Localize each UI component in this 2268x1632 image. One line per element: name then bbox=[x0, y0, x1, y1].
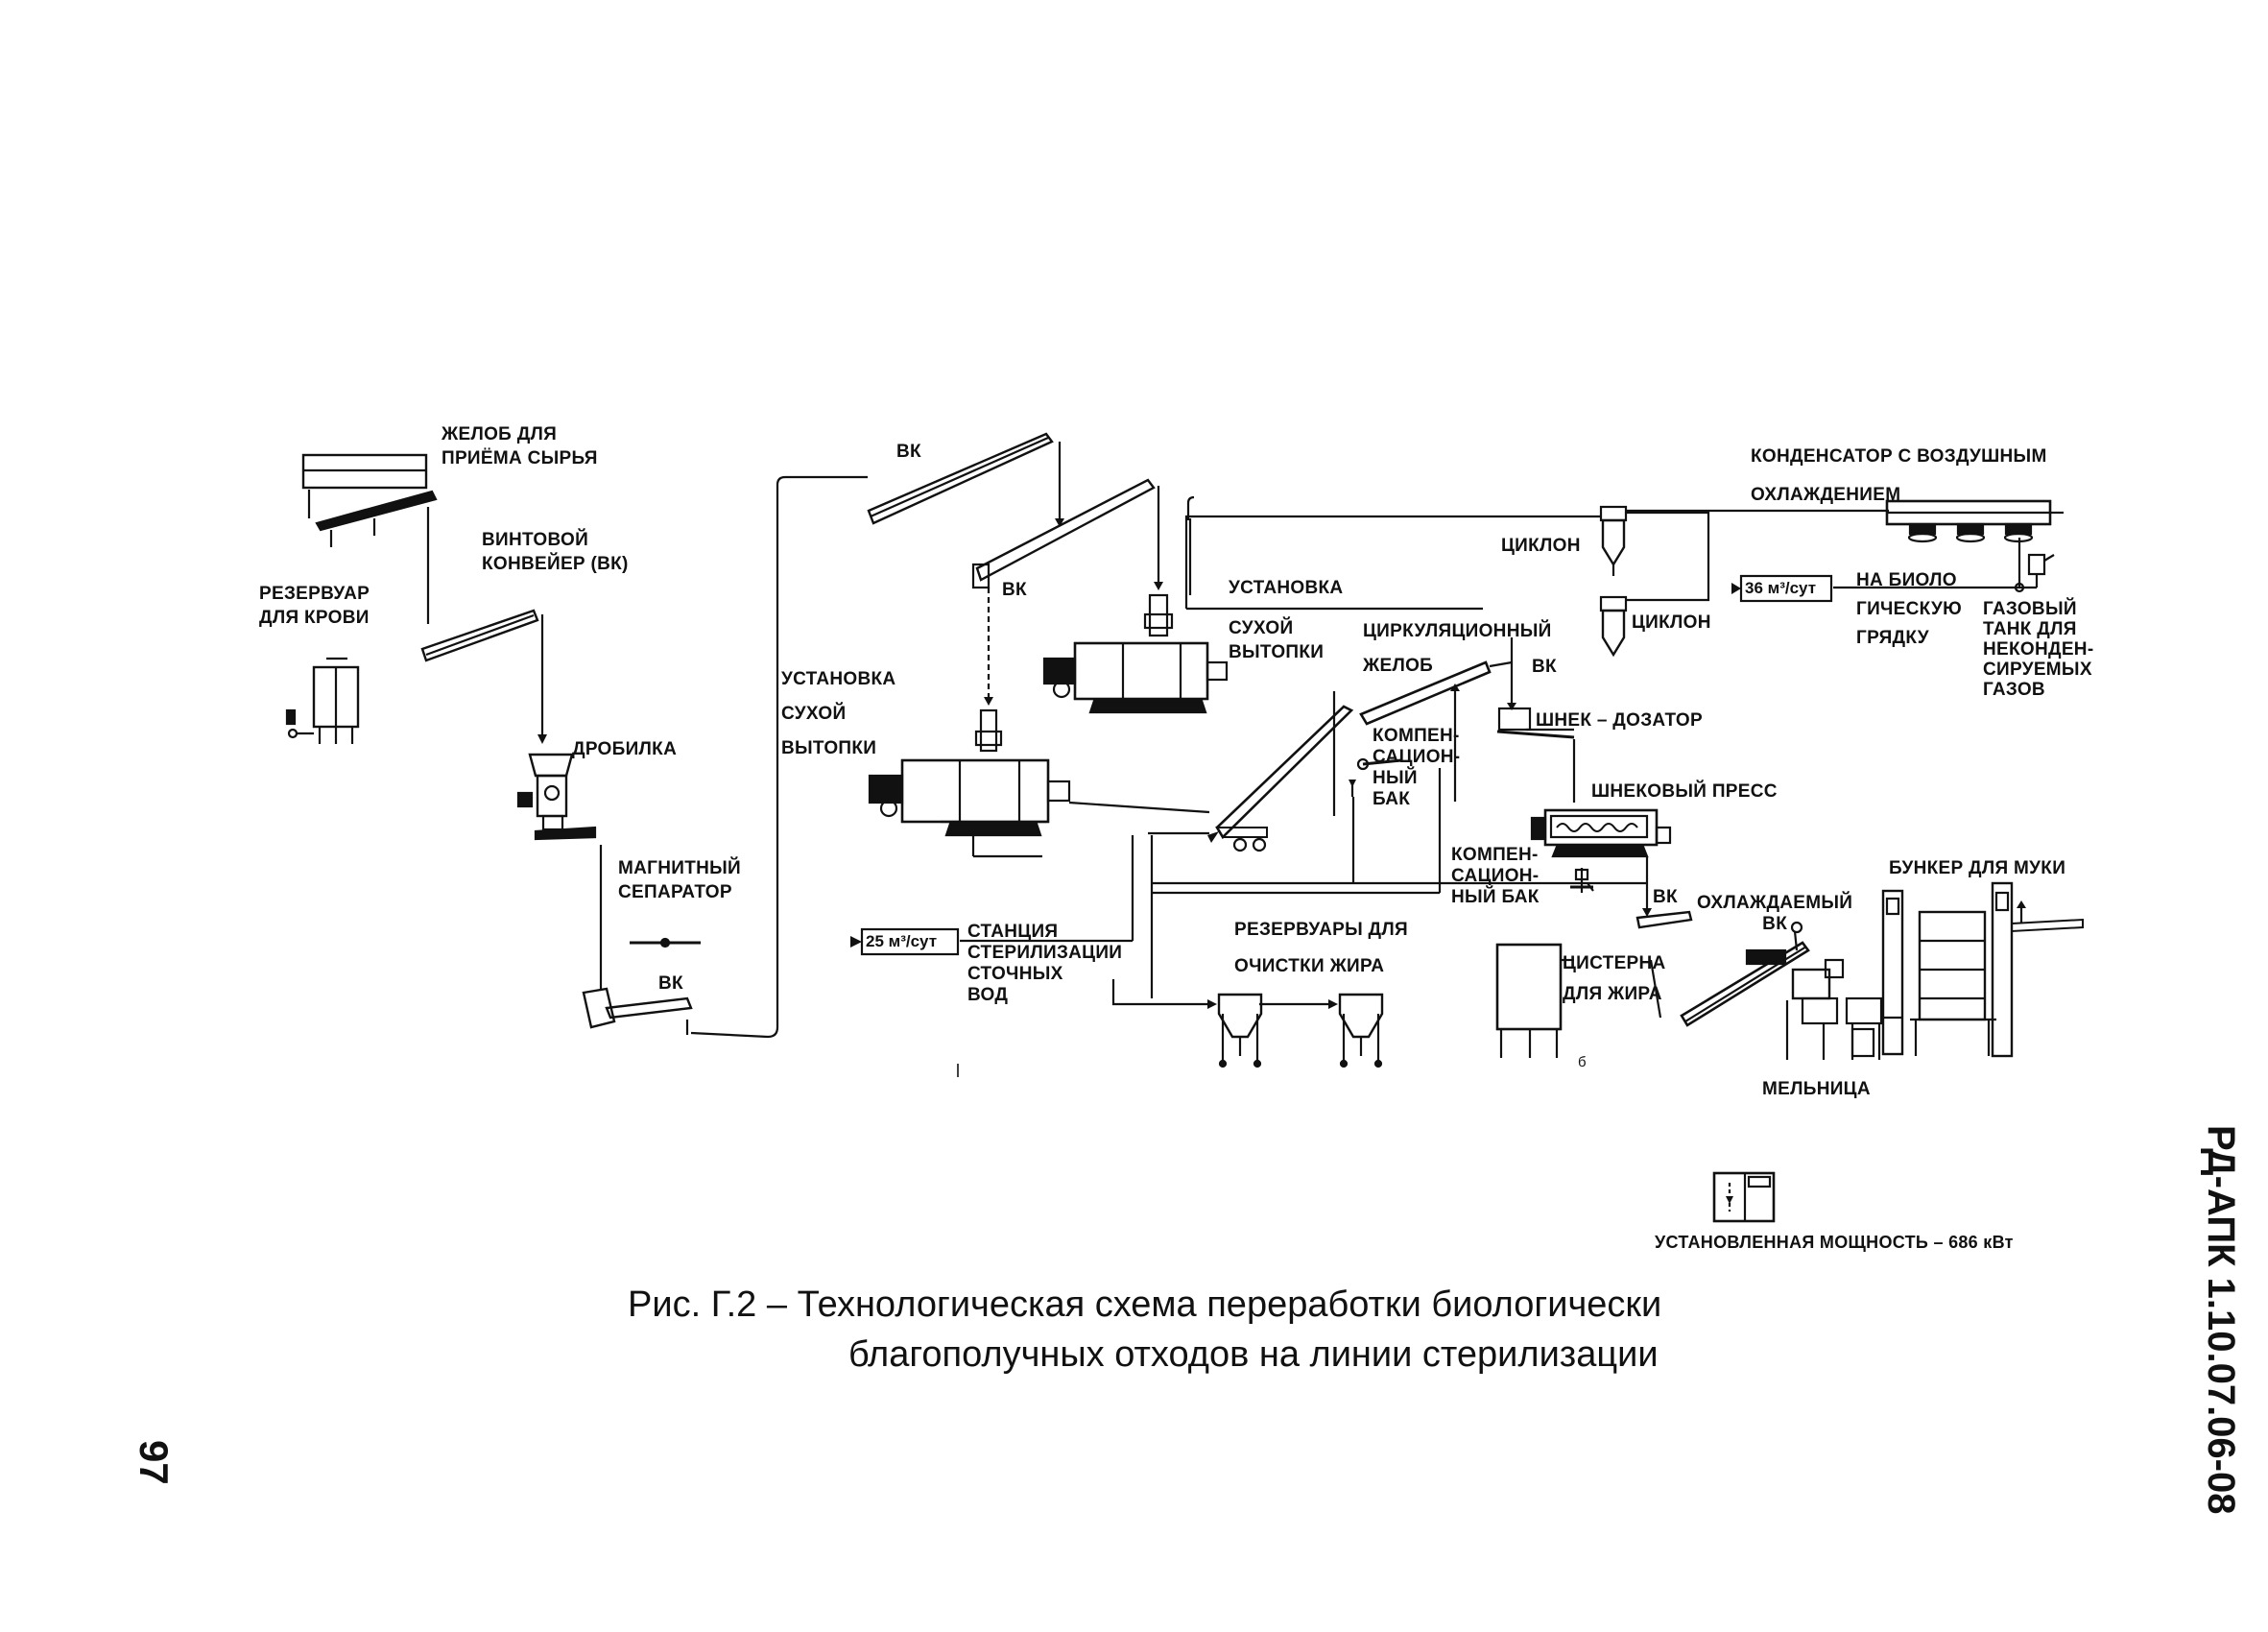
label-cyclone-2: ЦИКЛОН bbox=[1632, 612, 1711, 633]
legend-symbol bbox=[1712, 1171, 1776, 1223]
raw-material-chute bbox=[301, 453, 438, 547]
cooker1-to-chute-line bbox=[1068, 801, 1210, 814]
label-cooled-vk: ОХЛАЖДАЕМЫЙ ВК bbox=[1697, 893, 1853, 934]
label-fat-cistern: ЦИСТЕРНА ДЛЯ ЖИРА bbox=[1563, 953, 1666, 1004]
label-vk-bottom: ВК bbox=[658, 973, 683, 994]
vertical-feed-line bbox=[690, 475, 868, 1039]
gas-tank bbox=[2019, 553, 2055, 589]
dry-rendering-cooker-2 bbox=[1042, 593, 1229, 714]
flow-waste-water: 25 м³/сут bbox=[866, 931, 938, 952]
vk-mid-conveyor bbox=[971, 478, 1156, 589]
label-flour-bunker: БУНКЕР ДЛЯ МУКИ bbox=[1889, 858, 2066, 878]
label-blood-tank: РЕЗЕРВУАР ДЛЯ КРОВИ bbox=[259, 584, 370, 628]
label-small-b: б bbox=[1578, 1054, 1587, 1070]
label-chute: ЖЕЛОБ ДЛЯ ПРИЁМА СЫРЬЯ bbox=[442, 424, 598, 468]
document-code: РД-АПК 1.10.07.06-08 bbox=[2200, 1125, 2242, 1515]
cooker2-top-pipe bbox=[1186, 495, 1195, 520]
label-condenser: КОНДЕНСАТОР С ВОЗДУШНЫМ ОХЛАЖДЕНИЕМ bbox=[1751, 446, 2047, 505]
label-dry-rendering-2-line2: СУХОЙ ВЫТОПКИ bbox=[1229, 618, 1325, 662]
label-vk-mid: ВК bbox=[1002, 580, 1027, 600]
compensation-tank-2 bbox=[1570, 868, 1594, 893]
figure-caption-line2: благополучных отходов на линии стерилиза… bbox=[848, 1334, 1659, 1375]
label-circulation-chute: ЦИРКУЛЯЦИОННЫЙ ЖЕЛОБ bbox=[1363, 621, 1552, 676]
air-condenser bbox=[1885, 499, 2064, 543]
label-dry-rendering-1: УСТАНОВКА СУХОЙ ВЫТОПКИ bbox=[781, 669, 896, 758]
label-vk-right: ВК bbox=[1653, 887, 1678, 907]
vk-top-conveyor bbox=[867, 432, 1054, 525]
fat-cleaning-tank-1 bbox=[1217, 993, 1263, 1068]
fat-cistern bbox=[1495, 943, 1574, 1058]
label-crusher: ДРОБИЛКА bbox=[572, 739, 678, 759]
label-fat-cleaning: РЕЗЕРВУАРЫ ДЛЯ ОЧИСТКИ ЖИРА bbox=[1234, 920, 1408, 976]
blood-tank bbox=[285, 657, 360, 744]
label-screw-press: ШНЕКОВЫЙ ПРЕСС bbox=[1591, 781, 1778, 802]
screw-press bbox=[1530, 808, 1672, 858]
label-screw-doser: ШНЕК – ДОЗАТОР bbox=[1536, 710, 1703, 731]
mill bbox=[1785, 958, 1883, 1060]
vk-bottom-conveyor bbox=[582, 987, 693, 1035]
to-fat-tanks-line bbox=[1111, 979, 1211, 1006]
label-mill: МЕЛЬНИЦА bbox=[1762, 1079, 1871, 1099]
cistern-to-vk-line bbox=[1649, 959, 1662, 1019]
label-sterilization-station: СТАНЦИЯ СТЕРИЛИЗАЦИИ СТОЧНЫХ ВОД bbox=[967, 922, 1123, 1005]
label-compensation-tank-1: КОМПЕН- САЦИОН- НЫЙ БАК bbox=[1373, 726, 1461, 809]
page-number: 97 bbox=[131, 1440, 177, 1485]
label-screw-conveyor: ВИНТОВОЙ КОНВЕЙЕР (ВК) bbox=[482, 530, 629, 574]
circulation-chute bbox=[1215, 660, 1513, 852]
label-vk-circ: ВК bbox=[1532, 657, 1557, 677]
screw-conveyor-1 bbox=[420, 609, 539, 662]
label-cyclone-1: ЦИКЛОН bbox=[1501, 536, 1581, 556]
figure-caption-line1: Рис. Г.2 – Технологическая схема перераб… bbox=[628, 1284, 1662, 1325]
cyclone-2 bbox=[1599, 595, 1628, 658]
crusher bbox=[516, 753, 597, 841]
label-compensation-tank-2: КОМПЕН- САЦИОН- НЫЙ БАК bbox=[1451, 845, 1540, 907]
vapor-to-cyclone1-line bbox=[1184, 515, 1601, 609]
label-dry-rendering-2-line1: УСТАНОВКА bbox=[1229, 578, 1344, 598]
label-magnetic-separator: МАГНИТНЫЙ СЕПАРАТОР bbox=[618, 858, 741, 902]
magnetic-separator bbox=[630, 937, 701, 948]
flour-bunker bbox=[1881, 881, 2084, 1058]
vk-right-conveyor bbox=[1635, 910, 1693, 929]
cooled-vk bbox=[1680, 921, 1810, 1027]
fat-cleaning-tank-2 bbox=[1338, 993, 1384, 1068]
dry-rendering-cooker-1 bbox=[868, 708, 1071, 858]
flow-bio-bed: 36 м³/сут bbox=[1745, 578, 1817, 599]
screw-doser bbox=[1496, 707, 1575, 739]
label-vk-top: ВК bbox=[896, 442, 921, 462]
label-installed-power: УСТАНОВЛЕННАЯ МОЩНОСТЬ – 686 кВт bbox=[1655, 1233, 2014, 1252]
label-gas-tank: ГАЗОВЫЙ ТАНК ДЛЯ НЕКОНДЕН- СИРУЕМЫХ ГАЗО… bbox=[1983, 599, 2094, 700]
compensation-tank-1 bbox=[1349, 757, 1402, 797]
label-bio-bed: НА БИОЛО ГИЧЕСКУЮ ГРЯДКУ bbox=[1856, 570, 1963, 648]
cyclone-loop-line bbox=[1626, 511, 1710, 602]
cyclone-1 bbox=[1599, 505, 1628, 576]
